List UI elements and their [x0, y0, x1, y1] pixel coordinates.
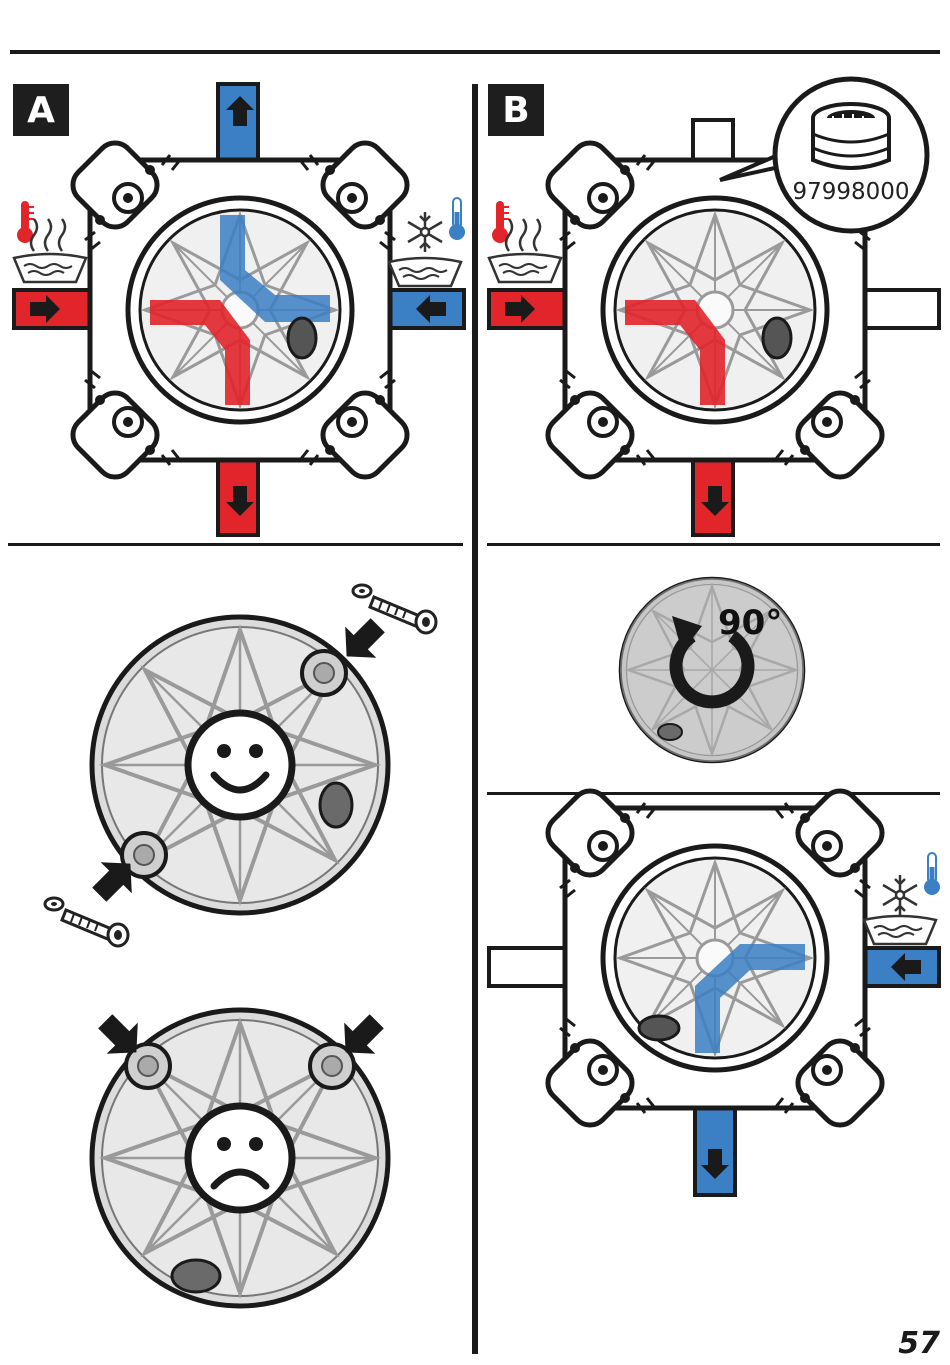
smiley-sad-icon — [188, 1106, 292, 1210]
rotation-angle-label: 90° — [718, 603, 782, 643]
steam-icon — [31, 219, 65, 251]
valve-diagram-b: 97998000 — [475, 0, 945, 540]
steam-icon-b — [506, 219, 540, 251]
valve-diagram-cold — [475, 795, 945, 1355]
snowflake-icon — [408, 212, 442, 252]
basin-hot-icon — [14, 254, 86, 282]
basin-cold-icon-b — [864, 916, 936, 944]
right-panel-separator-1 — [487, 543, 940, 546]
valve-diagram-a — [0, 0, 470, 540]
thermometer-cold-icon-b — [924, 853, 940, 895]
disc-incorrect-diagram — [0, 1010, 470, 1340]
screw-lower-left-icon — [45, 898, 128, 946]
basin-cold-icon — [389, 258, 461, 286]
thermometer-cold-icon — [449, 198, 465, 240]
smiley-happy-icon — [188, 713, 292, 817]
snowflake-icon-b — [883, 875, 917, 915]
basin-hot-icon-b — [489, 254, 561, 282]
page-number: 57 — [898, 1326, 940, 1361]
rotate-disc-diagram: 90° — [480, 550, 940, 790]
disc-correct-diagram — [0, 560, 470, 1020]
screw-hole-upper-right — [302, 651, 346, 695]
left-panel-separator — [8, 543, 463, 546]
cartridge-part-icon — [813, 104, 889, 168]
part-number-text: 97998000 — [792, 179, 909, 205]
